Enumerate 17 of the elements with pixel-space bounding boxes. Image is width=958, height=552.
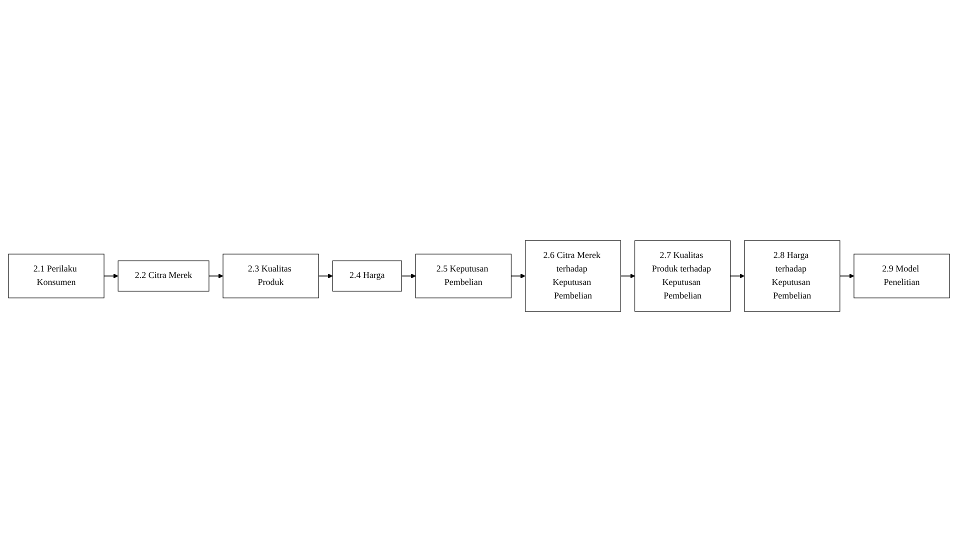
node-box: 2.7 Kualitas Produk terhadap Keputusan Pembelian xyxy=(634,240,731,312)
node-box: 2.2 Citra Merek xyxy=(118,260,210,292)
arrow xyxy=(730,274,745,278)
arrow xyxy=(401,274,416,278)
node-box: 2.5 Keputusan Pembelian xyxy=(415,254,512,298)
arrow xyxy=(208,274,224,278)
node-box: 2.8 Harga terhadap Keputusan Pembelian xyxy=(744,240,840,312)
node-box: 2.3 Kualitas Produk xyxy=(222,254,319,298)
arrow xyxy=(840,274,854,278)
node-box: 2.9 Model Penelitian xyxy=(854,254,950,298)
arrow xyxy=(620,274,636,278)
node-box: 2.6 Citra Merek terhadap Keputusan Pembelian xyxy=(524,240,622,312)
arrow xyxy=(318,274,333,278)
node-box: 2.1 Perilaku Konsumen xyxy=(8,254,104,298)
node-box: 2.4 Harga xyxy=(332,260,402,292)
arrow xyxy=(104,274,118,278)
arrow xyxy=(510,274,526,278)
